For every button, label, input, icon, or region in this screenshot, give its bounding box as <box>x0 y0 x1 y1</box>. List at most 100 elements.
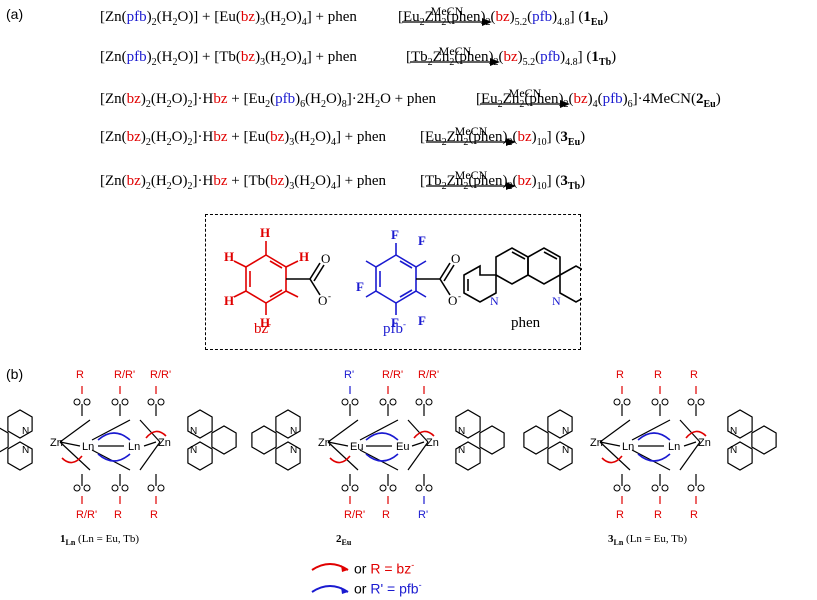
equation-token: [Tb <box>420 173 442 189</box>
equation-token: 5.2 <box>522 57 536 68</box>
reaction-condition: MeCN <box>508 86 542 100</box>
arrow-icon <box>426 182 516 190</box>
substituent-label: R/R' <box>418 370 439 381</box>
bond-line <box>59 441 91 471</box>
phen-ring <box>187 409 213 439</box>
equation-token: 4 <box>330 137 336 148</box>
bond-line <box>327 441 359 471</box>
equation-token: 2 <box>187 137 193 148</box>
equation-token: (H <box>150 91 167 107</box>
equation-token: ) <box>580 173 586 189</box>
ln-atom: Ln <box>668 441 680 453</box>
equation-token: bz <box>240 9 256 25</box>
equation-token: bz <box>270 173 285 189</box>
transfer-arrow-icon <box>601 455 623 464</box>
oxygen-atom: O <box>451 251 460 266</box>
nitrogen-atom: N <box>730 445 737 456</box>
equation-token: bz <box>503 49 518 65</box>
equation-token: ( <box>498 49 504 65</box>
equation-product: [Eu2Zn2(phen)2(bz)10] (3Eu) <box>420 129 585 148</box>
equation-token: pfb <box>602 91 623 107</box>
charge-sign: - <box>328 291 331 301</box>
equation-token: ) <box>255 49 261 65</box>
nitrogen-atom: N <box>290 426 297 437</box>
equation-token: ( <box>512 173 518 189</box>
equation-token: [Eu <box>398 9 420 25</box>
nitrogen-atom: N <box>458 426 465 437</box>
phen-ring <box>727 441 753 471</box>
oxygen-circle <box>121 484 129 492</box>
substituent-label: R <box>690 370 698 381</box>
oxygen-circle <box>623 484 631 492</box>
h-atom: H <box>260 225 270 240</box>
equation-reactants: [Zn(bz)2(H2O)2]·Hbz + [Eu(bz)3(H2O)4] + … <box>100 129 386 148</box>
h-atom: H <box>224 249 234 264</box>
f-atom: F <box>356 279 364 294</box>
caption-2eu-num: 2 <box>336 533 342 545</box>
equation-product: [Tb2Zn2(phen)2(bz)5.2(pfb)4.8] (1Tb) <box>406 49 616 68</box>
equation-token: ) <box>140 91 146 107</box>
equation-token: ( <box>527 9 533 25</box>
equation-token: O)] + [Tb( <box>177 49 241 65</box>
equation-token: bz <box>126 129 141 145</box>
equation-token: 4 <box>301 57 307 68</box>
f-atom: F <box>391 227 399 242</box>
arrow-icon <box>426 138 516 146</box>
legend-bz: or R = bz- <box>354 560 414 577</box>
nitrogen-atom: N <box>458 445 465 456</box>
equation-token: (H <box>150 173 167 189</box>
equation-token: (phen) <box>446 9 486 25</box>
transfer-arrow-icon <box>637 432 671 441</box>
pfb-charge: - <box>403 319 406 329</box>
equation-token: [Zn( <box>100 129 127 145</box>
benzoate-structure <box>233 241 299 315</box>
transfer-arrow-icon <box>329 455 351 464</box>
f-atom: F <box>418 233 426 248</box>
substituent-label: R' <box>418 509 428 521</box>
equation-token: ) <box>587 91 593 107</box>
oxygen-circle <box>351 484 359 492</box>
equation-token: O) <box>171 91 188 107</box>
bond-line <box>327 419 359 443</box>
equation-token: 2 <box>441 137 447 148</box>
transfer-arrow-icon <box>97 432 131 441</box>
substituent-label: R/R' <box>114 370 135 381</box>
equation-token: bz <box>126 173 141 189</box>
equation-token: ) <box>284 173 290 189</box>
equation-token: bz <box>213 129 228 145</box>
phen-ring <box>455 409 481 439</box>
equation-token: bz <box>270 129 285 145</box>
equation-token: (H <box>156 49 173 65</box>
nitrogen-atom: N <box>562 426 569 437</box>
equation-token: 2 <box>145 181 151 192</box>
equation-token: 2 <box>441 181 447 192</box>
bond-line <box>407 419 429 443</box>
legend-pfb-charge: - <box>418 580 422 590</box>
equation-token: ] ( <box>577 49 592 65</box>
equation-row: [Zn(pfb)2(H2O)] + [Eu(bz)3(H2O)4] + phen… <box>100 4 660 32</box>
bond-line <box>327 441 349 447</box>
equation-token: [Zn( <box>100 9 127 25</box>
equation-token: 2 <box>145 99 151 110</box>
h-atom: H <box>224 293 234 308</box>
phen-ring <box>251 425 277 455</box>
equation-token: ) <box>140 173 146 189</box>
oxygen-circle <box>351 398 359 406</box>
oxygen-circle <box>157 398 165 406</box>
zn-atom: Zn <box>590 437 603 449</box>
equation-token: Eu <box>567 137 581 148</box>
equation-token: (phen) <box>468 129 508 145</box>
equation-token: 2 <box>187 99 193 110</box>
substituent-label: R <box>690 509 698 521</box>
substituent-label: R/R' <box>382 370 403 381</box>
bond-line <box>411 441 425 447</box>
caption-1ln-sub: Ln <box>65 538 76 548</box>
phen-ring <box>479 425 505 455</box>
transfer-arrow-icon <box>637 453 671 462</box>
oxygen-circle <box>111 398 119 406</box>
equation-token: 2 <box>320 99 326 110</box>
equation-token: 4 <box>330 181 336 192</box>
oxygen-circle <box>121 398 129 406</box>
equation-reactants: [Zn(pfb)2(H2O)] + [Tb(bz)3(H2O)4] + phen <box>100 49 357 68</box>
zn-atom: Zn <box>50 437 63 449</box>
